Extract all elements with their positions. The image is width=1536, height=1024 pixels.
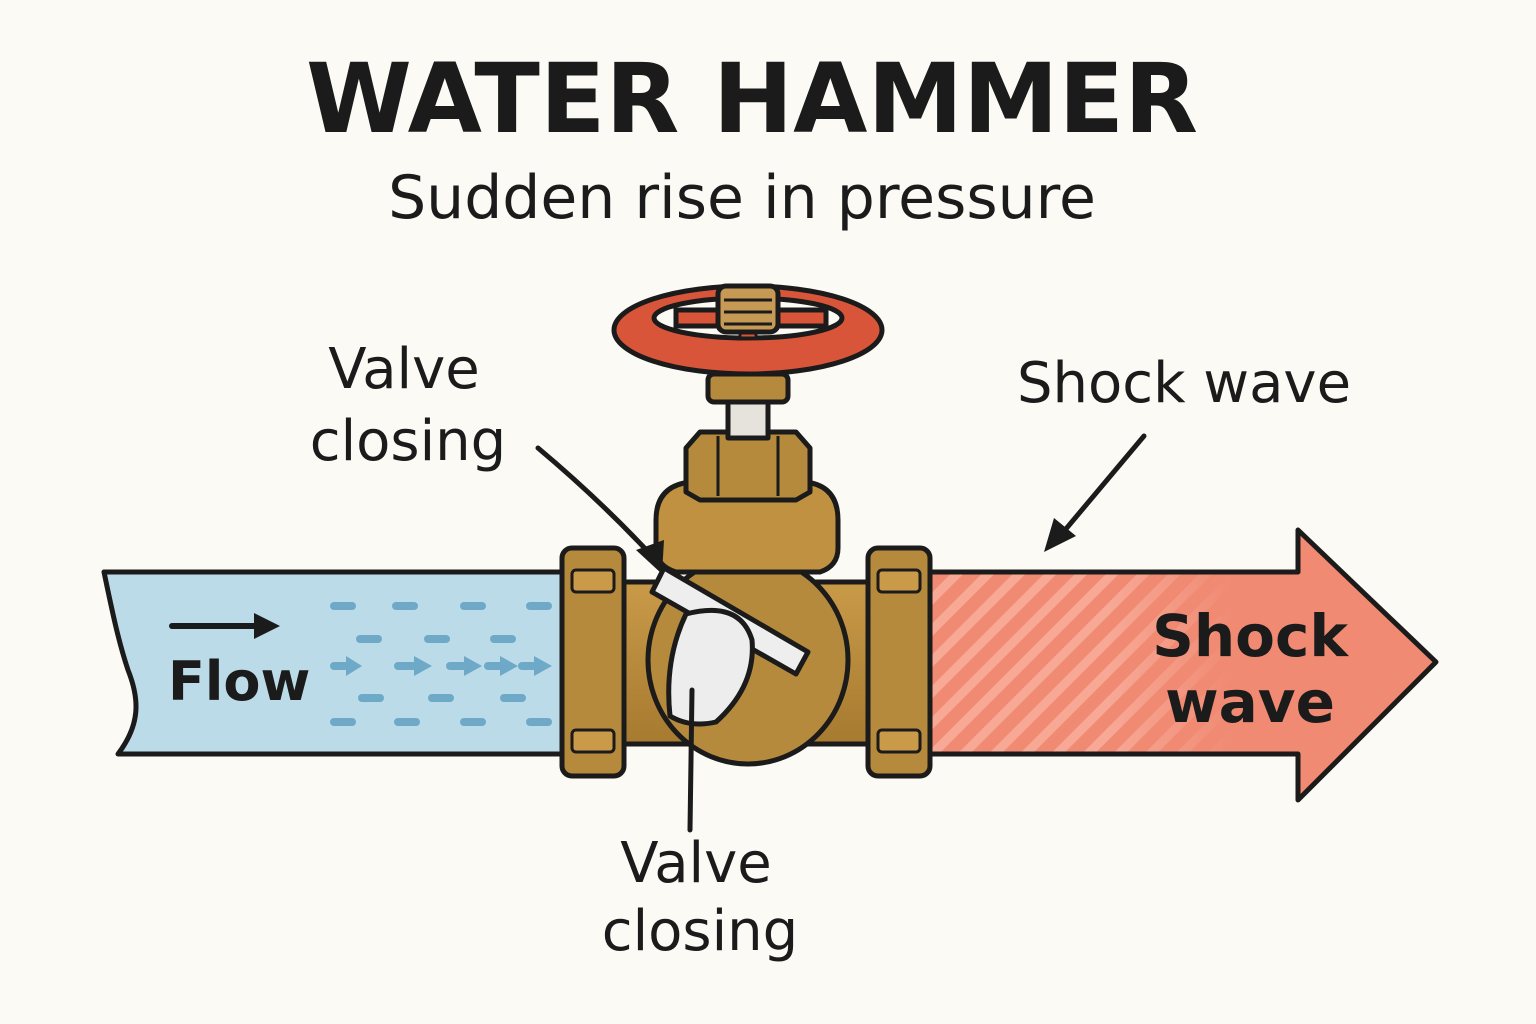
page-title: WATER HAMMER: [306, 43, 1198, 155]
valve-closing-top-label-line1: Valve: [328, 337, 479, 402]
shock-wave-pointer: [1044, 433, 1147, 552]
valve-closing-top-label-line2: closing: [310, 409, 506, 474]
page-subtitle: Sudden rise in pressure: [388, 163, 1096, 233]
shock-wave-callout-label: Shock wave: [1017, 351, 1351, 416]
valve-closing-bottom-label-line1: Valve: [620, 831, 771, 896]
flow-arrow-icon: [169, 613, 280, 639]
water-flow-dashes: [330, 602, 552, 726]
valve-closing-bottom-label-line2: closing: [602, 899, 798, 964]
water-pipe: Flow: [101, 569, 565, 757]
water-flow-arrows: [330, 656, 552, 676]
shock-arrow-label-line2: wave: [1165, 668, 1335, 736]
valve-closing-bottom-pointer: [687, 687, 695, 833]
flow-label: Flow: [168, 650, 310, 713]
valve-body-icon: [559, 371, 933, 779]
valve-closing-top-pointer: [535, 445, 664, 574]
shock-arrow-icon: Shock wave: [927, 527, 1439, 803]
handwheel-icon: [611, 283, 885, 377]
shock-arrow-label-line1: Shock: [1152, 602, 1349, 670]
